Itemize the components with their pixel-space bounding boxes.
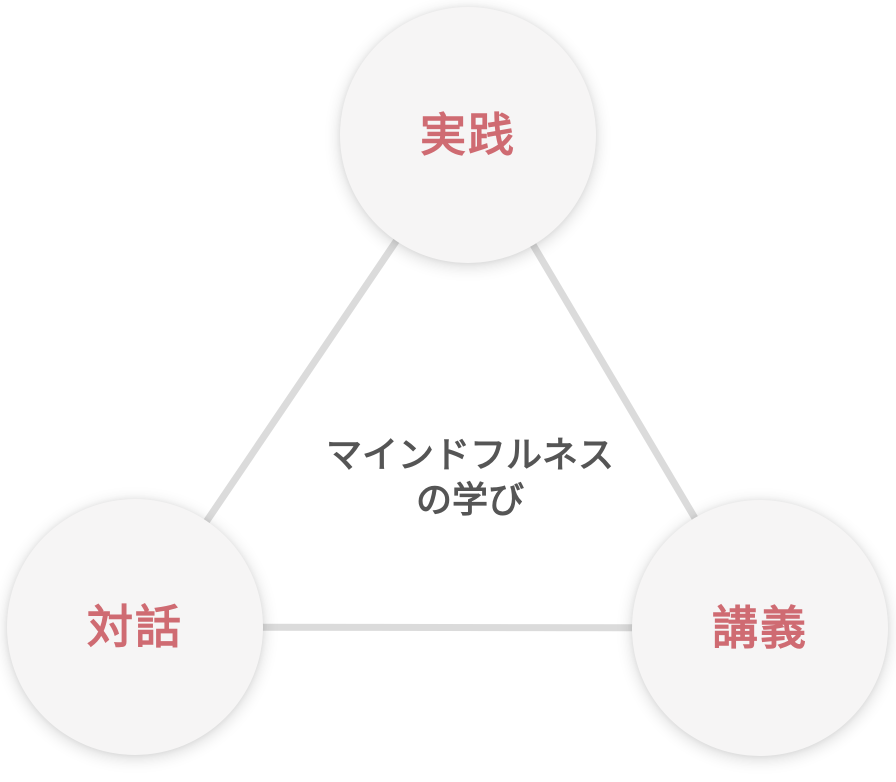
node-practice-label: 実践: [420, 108, 516, 162]
node-lecture: 講義: [632, 500, 888, 756]
node-dialogue-label: 対話: [87, 600, 183, 654]
diagram-center-title-line2: の学び: [415, 480, 524, 521]
diagram-center-title-line1: マインドフルネス: [325, 435, 614, 476]
node-practice: 実践: [340, 7, 596, 263]
diagram-center-title: マインドフルネス の学び: [220, 433, 720, 523]
node-lecture-label: 講義: [712, 601, 808, 655]
node-dialogue: 対話: [7, 499, 263, 755]
